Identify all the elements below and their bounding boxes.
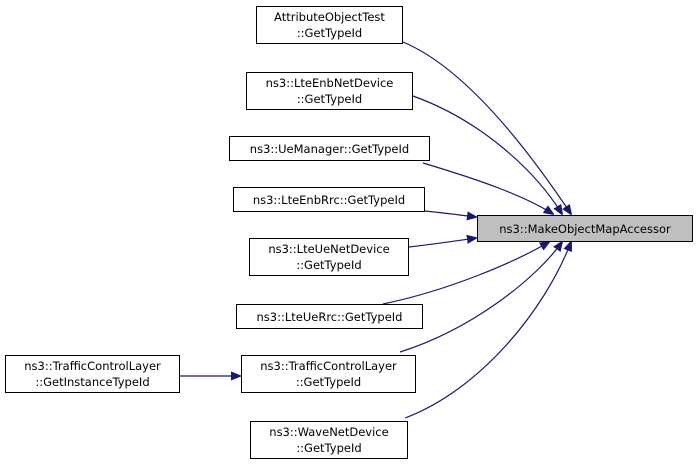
- node-trafficcontrollayer-instance[interactable]: ns3::TrafficControlLayer ::GetInstanceTy…: [5, 355, 180, 393]
- node-label-line1: ns3::TrafficControlLayer: [260, 359, 397, 373]
- node-label-line2: ::GetTypeId: [296, 441, 362, 455]
- edge-uemanager-to-focus: [422, 162, 553, 214]
- node-label-line2: ::GetTypeId: [296, 26, 363, 40]
- focus-node: ns3::MakeObjectMapAccessor: [477, 215, 693, 242]
- edge-lteuerrc-to-focus: [382, 242, 549, 305]
- node-label-line1: ns3::LteUeNetDevice: [268, 242, 390, 256]
- node-lteenbrrc[interactable]: ns3::LteEnbRrc::GetTypeId: [233, 187, 425, 212]
- node-label-line1: ns3::LteEnbNetDevice: [265, 76, 394, 90]
- node-label-line1: AttributeObjectTest: [274, 10, 385, 24]
- node-lteenbnetdevice[interactable]: ns3::LteEnbNetDevice ::GetTypeId: [246, 72, 413, 110]
- edge-wavenetdevice-to-focus: [404, 242, 571, 419]
- node-lteuenetdevice[interactable]: ns3::LteUeNetDevice ::GetTypeId: [249, 238, 409, 276]
- node-label-line2: ::GetTypeId: [296, 92, 363, 106]
- edge-attributeobjecttest-to-focus: [402, 41, 571, 214]
- node-label-line2: ::GetTypeId: [296, 258, 362, 272]
- node-label-line1: ns3::LteUeRrc::GetTypeId: [256, 309, 403, 324]
- focus-node-label: ns3::MakeObjectMapAccessor: [499, 221, 671, 236]
- node-attributeobjecttest[interactable]: AttributeObjectTest ::GetTypeId: [256, 6, 403, 44]
- edge-lteuenetdevice-to-focus: [408, 238, 476, 248]
- node-uemanager[interactable]: ns3::UeManager::GetTypeId: [229, 136, 430, 161]
- node-trafficcontrollayer[interactable]: ns3::TrafficControlLayer ::GetTypeId: [241, 355, 416, 393]
- node-label-line1: ns3::TrafficControlLayer: [24, 359, 161, 373]
- node-lteuerrc[interactable]: ns3::LteUeRrc::GetTypeId: [236, 304, 423, 329]
- node-label-line1: ns3::UeManager::GetTypeId: [249, 141, 410, 156]
- node-label-line1: ns3::WaveNetDevice: [269, 425, 389, 439]
- edge-trafficcontrollayer-to-focus: [399, 242, 562, 353]
- node-label-line1: ns3::LteEnbRrc::GetTypeId: [252, 192, 406, 207]
- node-wavenetdevice[interactable]: ns3::WaveNetDevice ::GetTypeId: [250, 421, 408, 459]
- edge-lteenbrrc-to-focus: [424, 210, 476, 217]
- node-label-line2: ::GetTypeId: [295, 375, 362, 389]
- edge-lteenbnetdevice-to-focus: [412, 95, 562, 214]
- node-label-line2: ::GetInstanceTypeId: [35, 375, 150, 389]
